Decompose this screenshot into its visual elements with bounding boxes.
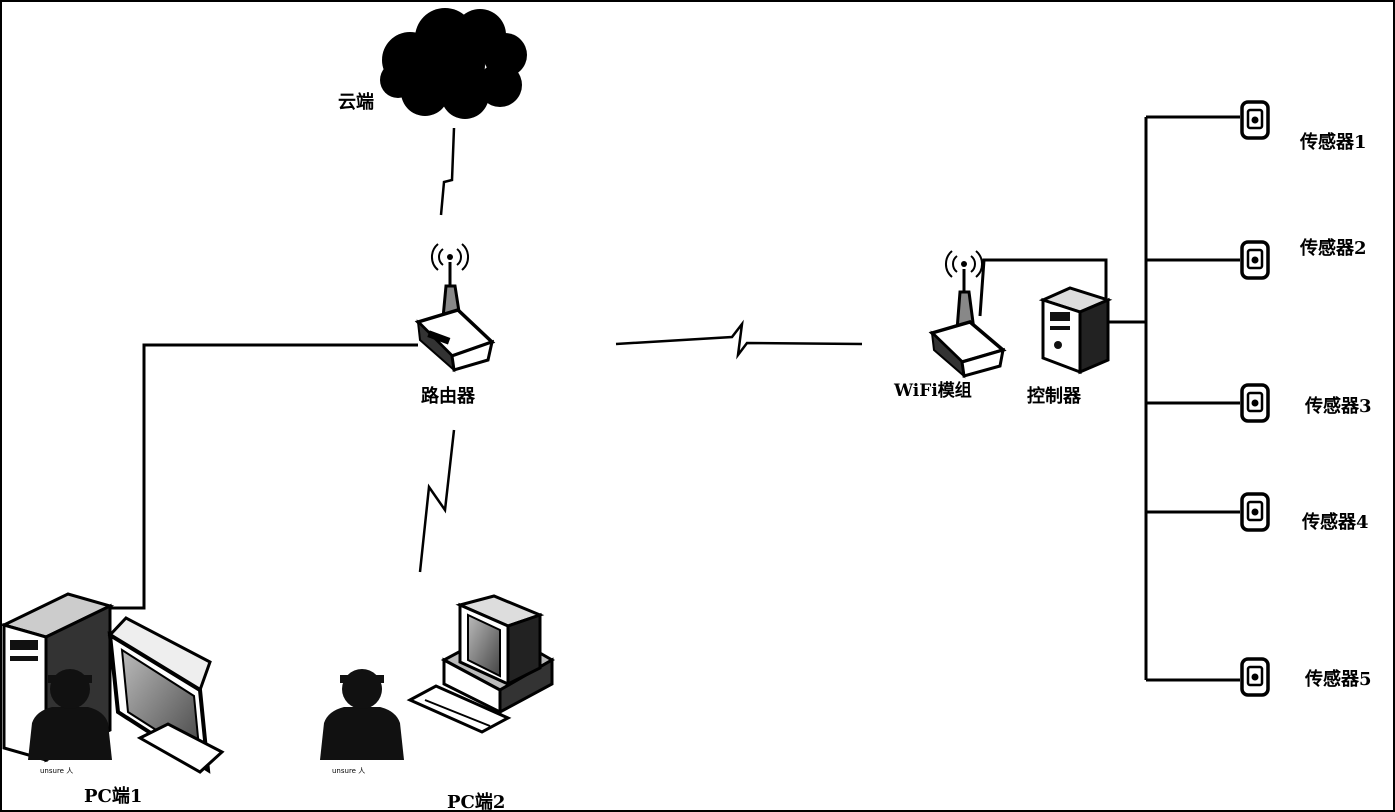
ethernet-cable xyxy=(110,343,418,610)
sensor-label-4: 传感器4 xyxy=(1302,512,1369,533)
user-caption: unsure 人 xyxy=(332,767,366,775)
cloud-label: 云端 xyxy=(338,92,374,113)
wireless-link-icon xyxy=(615,319,863,360)
pc2-label: PC端2 xyxy=(447,792,506,812)
sensor-label-5: 传感器5 xyxy=(1305,669,1372,690)
router-label: 路由器 xyxy=(421,386,475,407)
sensor-label-1: 传感器1 xyxy=(1300,132,1367,153)
user-caption: unsure 人 xyxy=(40,767,74,775)
router-icon xyxy=(414,243,496,373)
server-icon xyxy=(1038,286,1113,375)
pc1-label: PC端1 xyxy=(84,786,143,807)
wireless-link-icon xyxy=(439,127,456,216)
cloud-icon xyxy=(380,8,527,119)
wireless-link-icon xyxy=(418,429,456,573)
sensor-icon xyxy=(1240,100,1270,140)
wifi-module-label: WiFi模组 xyxy=(894,381,972,401)
sensor-icon xyxy=(1240,657,1270,697)
sensor-label-2: 传感器2 xyxy=(1300,238,1367,259)
wifi-router-icon xyxy=(928,250,1007,379)
desktop-computer-icon xyxy=(406,594,556,734)
sensor-icon xyxy=(1240,492,1270,532)
sensor-icon xyxy=(1240,383,1270,423)
user-icon xyxy=(320,669,404,760)
sensor-label-3: 传感器3 xyxy=(1305,396,1372,417)
controller-label: 控制器 xyxy=(1027,386,1081,407)
sensor-icon xyxy=(1240,240,1270,280)
sensor-bus xyxy=(1108,115,1240,682)
serial-cable xyxy=(978,258,1108,317)
